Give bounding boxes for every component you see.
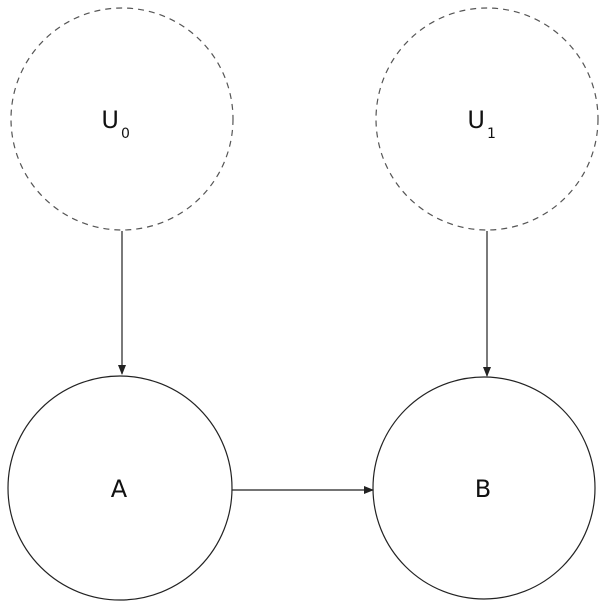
- node-a: A: [7, 375, 233, 601]
- node-u0: U 0: [10, 7, 234, 231]
- node-u0-circle: [10, 7, 234, 231]
- node-u1: U 1: [375, 7, 599, 231]
- node-b-circle: [372, 376, 596, 600]
- node-b: B: [372, 376, 596, 600]
- node-a-label: A: [111, 475, 128, 503]
- node-u1-label: U: [467, 106, 485, 134]
- node-u1-circle: [375, 7, 599, 231]
- node-u1-subscript: 1: [487, 126, 496, 142]
- node-u0-label: U: [101, 106, 119, 134]
- node-u0-subscript: 0: [121, 126, 130, 142]
- node-b-label: B: [475, 475, 491, 503]
- node-a-circle: [7, 375, 233, 601]
